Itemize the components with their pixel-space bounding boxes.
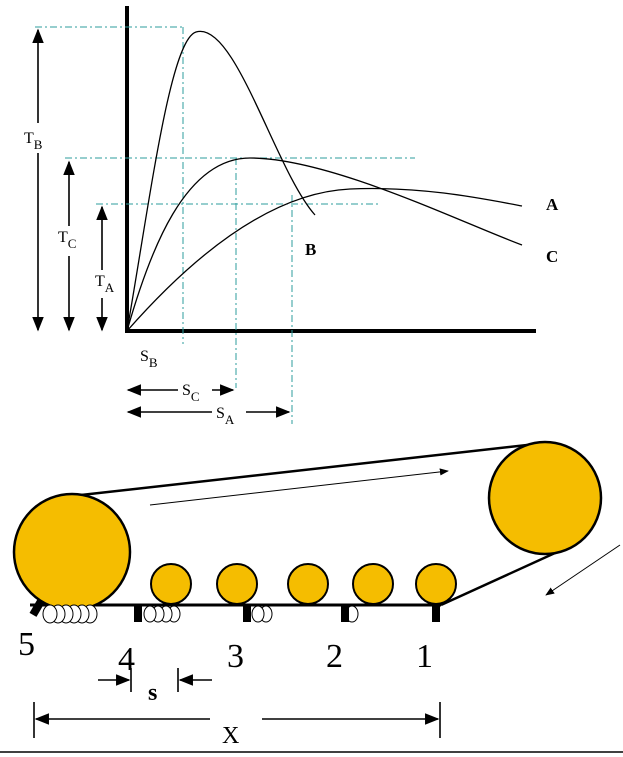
curve-label-b: B [305,240,316,259]
peak-guides [35,26,415,424]
station-label-4: 4 [118,641,135,678]
station-label-3: 3 [227,638,244,675]
height-label-c: TC [58,229,76,251]
spacing-label: s [148,680,157,706]
curve-b [126,30,316,332]
station-label-1: 1 [416,638,433,675]
height-label-a: TA [95,273,115,295]
belt-return-run [440,551,556,607]
curve-c [126,157,523,332]
station-label-2: 2 [326,638,343,675]
drive-roller-left [12,492,132,612]
motion-arrow-top [149,468,449,506]
curve-label-a: A [546,195,559,214]
idler-roller [150,563,192,605]
spacing-dimension: s [98,668,212,706]
idler-roller [415,563,457,605]
belt-top-run [71,441,546,498]
station-label-5: 5 [18,626,35,663]
length-label: X [222,723,239,749]
position-label-a: SA [216,405,235,427]
station-marker-1 [432,604,440,622]
prong-stack-5 [29,599,98,624]
idler-roller [287,563,329,605]
curve-a [126,187,523,332]
position-label-c: SC [182,382,200,404]
idler-roller [216,563,258,605]
prong-stack-3 [243,604,273,623]
curve-label-c: C [546,247,558,266]
position-label-b: SB [140,348,158,370]
prong-stack-2 [341,604,359,623]
motion-arrow-return [545,544,621,596]
response-graph: A B C TB TC TA SB SC SA [22,6,559,427]
drive-roller-right [487,440,603,556]
prong-stack-4 [134,604,181,623]
height-label-b: TB [24,130,43,152]
length-dimension: X [33,702,441,749]
conveyor-diagram: 5 4 3 2 1 s X [0,440,623,753]
idler-roller [352,563,394,605]
